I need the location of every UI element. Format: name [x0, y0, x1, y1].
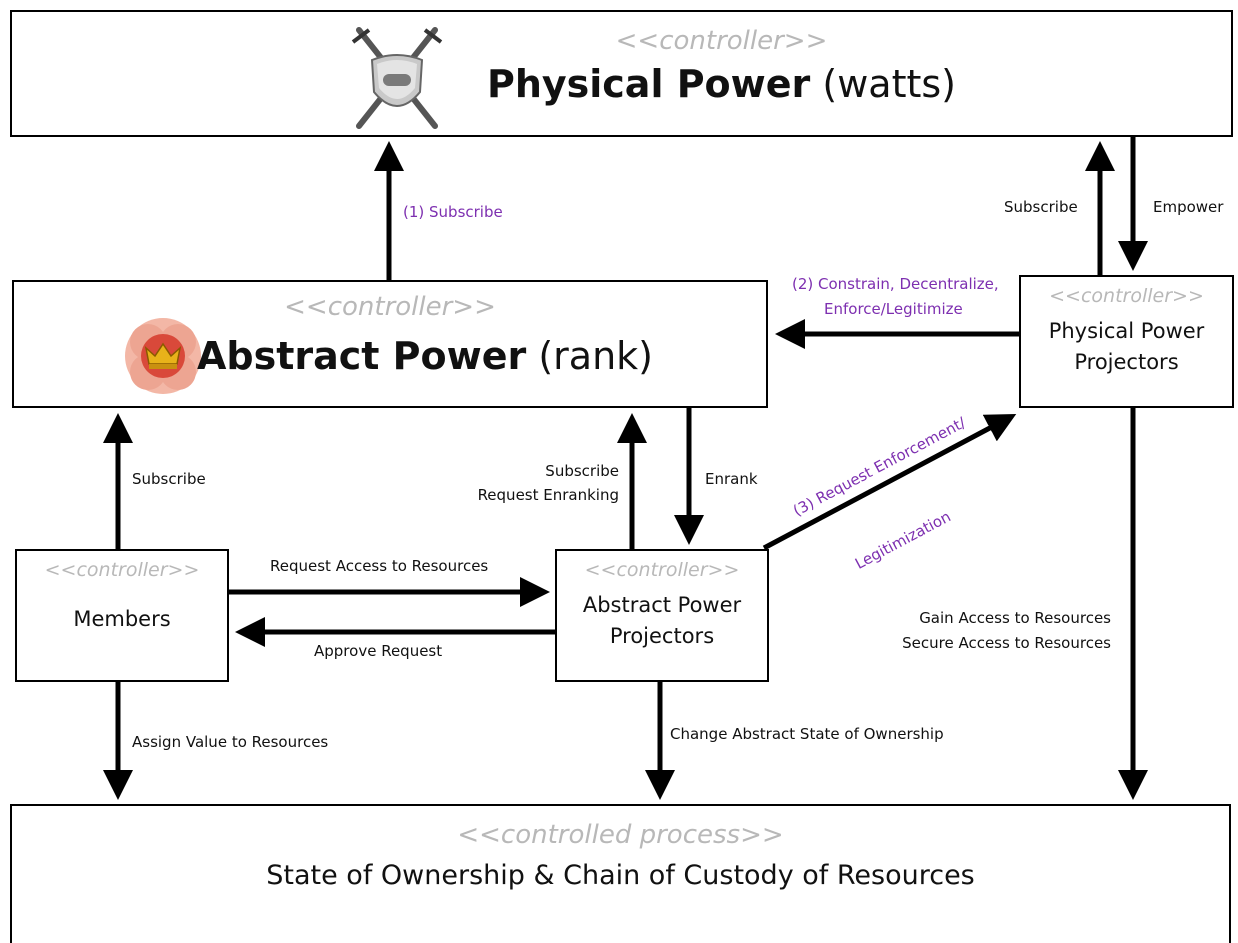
label-pp-subscribe: Subscribe [1004, 198, 1078, 216]
label-enrank: Enrank [705, 470, 758, 488]
abstract-power-title-bold: Abstract Power [196, 334, 527, 378]
arrow-request-enforcement [762, 413, 1017, 551]
resources-stereotype: <<controlled process>> [457, 820, 784, 850]
shield-swords-icon [347, 22, 447, 132]
label-subscribe-1: (1) Subscribe [403, 203, 503, 221]
label-constrain-1: (2) Constrain, Decentralize, [792, 275, 999, 293]
physical-power-box: <<controller>> Physical Power (watts) [10, 10, 1233, 137]
label-request-access: Request Access to Resources [270, 557, 489, 575]
abstract-projectors-line1: Abstract Power [582, 593, 742, 617]
label-empower: Empower [1153, 198, 1224, 216]
label-secure-access: Secure Access to Resources [902, 634, 1111, 652]
physical-power-title-bold: Physical Power [486, 62, 811, 106]
physical-projectors-box: <<controller>> Physical Power Projectors [1019, 275, 1234, 408]
label-constrain-2: Enforce/Legitimize [824, 300, 963, 318]
abstract-power-title: Abstract Power (rank) [14, 334, 766, 378]
label-assign-value: Assign Value to Resources [132, 733, 329, 751]
abstract-power-title-unit: (rank) [538, 334, 654, 378]
abstract-power-box: <<controller>> Abstract Power (rank) [12, 280, 768, 408]
label-approve-request: Approve Request [314, 642, 443, 660]
physical-projectors-line1: Physical Power [1048, 319, 1205, 343]
physical-power-stereotype: <<controller>> [615, 26, 828, 56]
abstract-projectors-stereotype: <<controller>> [584, 559, 740, 581]
physical-power-title-unit: (watts) [822, 62, 957, 106]
brain-crown-icon [122, 312, 204, 400]
label-request-enranking: Request Enranking [477, 486, 619, 504]
physical-power-title: Physical Power (watts) [12, 62, 1231, 106]
members-title: Members [73, 607, 171, 631]
abstract-projectors-line2: Projectors [609, 624, 715, 648]
members-box: <<controller>> Members [15, 549, 229, 682]
abstract-projectors-box: <<controller>> Abstract Power Projectors [555, 549, 769, 682]
label-members-subscribe: Subscribe [132, 470, 206, 488]
label-gain-access: Gain Access to Resources [919, 609, 1111, 627]
physical-projectors-line2: Projectors [1074, 350, 1179, 374]
label-ap-subscribe: Subscribe [545, 462, 619, 480]
resources-box: <<controlled process>> State of Ownershi… [10, 804, 1231, 943]
physical-projectors-stereotype: <<controller>> [1049, 285, 1204, 307]
resources-title: State of Ownership & Chain of Custody of… [266, 860, 975, 891]
abstract-power-stereotype: <<controller>> [284, 292, 496, 322]
label-change-state: Change Abstract State of Ownership [670, 725, 944, 743]
members-stereotype: <<controller>> [44, 559, 200, 581]
